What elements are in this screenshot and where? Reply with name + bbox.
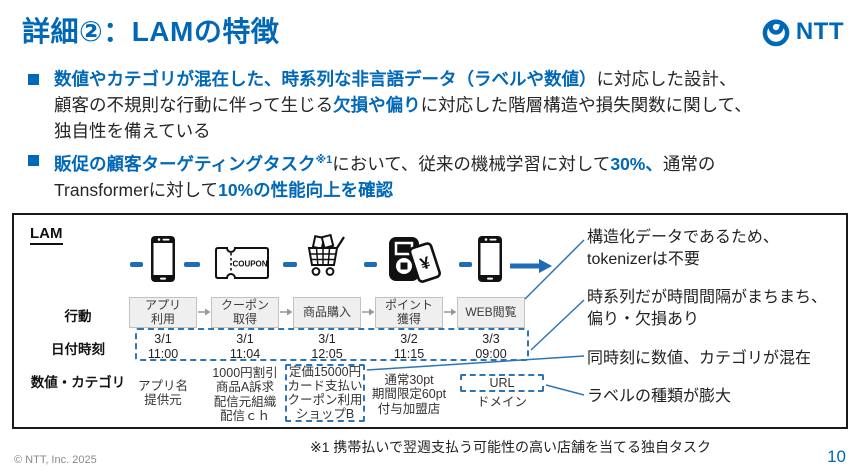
copyright: © NTT, Inc. 2025 — [14, 454, 97, 466]
row-label-datetime: 日付時刻 — [51, 342, 105, 357]
coupon-ticket-icon: COUPON — [215, 247, 269, 279]
action-step-coupon-get: クーポン 取得 — [211, 297, 279, 328]
attrs-url: URL — [489, 375, 515, 390]
attrs-url-dashed-box: URL — [460, 374, 544, 392]
bullet-2-plain-1: において、従来の機械学習に対して — [332, 153, 611, 174]
attrs-purchase-dashed-box: 定価15000円 カード支払い クーポン利用 ショップB — [285, 364, 365, 422]
bullet-2-highlight-1: 販促の顧客ターゲティングタスク — [54, 153, 316, 174]
flow-dash — [184, 262, 200, 267]
bullet-2: 販促の顧客ターゲティングタスク※1において、従来の機械学習に対して30%、通常の… — [28, 147, 834, 203]
datetime-dashed-frame — [135, 328, 529, 361]
ntt-logo-text: NTT — [795, 18, 844, 45]
datetime-cell: 3/1 12:05 — [311, 332, 343, 361]
datetime-cell: 3/1 11:00 — [147, 332, 179, 361]
flow-dash — [364, 262, 377, 267]
action-step-points: ポイント 獲得 — [375, 297, 443, 328]
attrs-points: 通常30pt 期間限定60pt 付与加盟店 — [371, 373, 447, 416]
step-arrow-icon — [280, 308, 293, 316]
bullet-1-plain-1: に対応した設計、 — [596, 69, 737, 89]
callout-label-variety: ラベルの種類が膨大 — [587, 388, 732, 405]
bullet-2-plain-3: Transformerに対して — [54, 179, 219, 200]
bullet-2-text: 販促の顧客ターゲティングタスク※1において、従来の機械学習に対して30%、通常の… — [54, 147, 834, 203]
bullet-1: 数値やカテゴリが混在した、時系列な非言語データ（ラベルや数値）に対応した設計、 … — [28, 66, 834, 144]
attrs-domain: ドメイン — [476, 395, 527, 409]
bullet-1-highlight-2: 欠損や偏り — [333, 95, 421, 115]
row-label-attrs: 数値・カテゴリ — [30, 375, 126, 390]
smartphone-icon — [478, 236, 502, 282]
attrs-purchase: 定価15000円 カード支払い クーポン利用 ショップB — [287, 364, 363, 422]
bullet-2-plain-2: 通常の — [662, 153, 716, 174]
bullet-list: 数値やカテゴリが混在した、時系列な非言語データ（ラベルや数値）に対応した設計、 … — [28, 66, 834, 206]
smartphone-icon — [151, 236, 175, 282]
page-title: 詳細②：LAMの特徴 — [22, 16, 280, 47]
bullet-square-icon — [28, 74, 39, 85]
row-label-action: 行動 — [64, 309, 92, 324]
lam-diagram: LAM COUPON — [12, 213, 848, 429]
shopping-cart-icon — [307, 233, 345, 276]
step-arrow-icon — [198, 308, 211, 316]
step-arrow-icon — [362, 308, 375, 316]
callout-timeseries: 時系列だが時間間隔がまちまち、 偏り・欠損あり — [587, 289, 828, 328]
datetime-cell: 3/2 11:15 — [393, 332, 425, 361]
bullet-1-plain-4: 独自性を備えている — [54, 121, 211, 141]
bullet-1-text: 数値やカテゴリが混在した、時系列な非言語データ（ラベルや数値）に対応した設計、 … — [54, 66, 834, 144]
callout-tokenizer: 構造化データであるため、 tokenizerは不要 — [587, 229, 779, 268]
bullet-square-icon — [28, 155, 39, 166]
datetime-cell: 3/3 09:00 — [475, 332, 507, 361]
bullet-1-highlight-1: 数値やカテゴリが混在した、時系列な非言語データ（ラベルや数値） — [54, 69, 597, 89]
bullet-2-highlight-3: 10%の性能向上を確認 — [218, 179, 394, 200]
footnote-ref: ※1 — [315, 154, 333, 166]
attrs-app: アプリ名 提供元 — [137, 379, 188, 408]
ntt-dynamic-loop-icon — [762, 19, 790, 47]
flow-dash — [459, 262, 472, 267]
bullet-1-plain-2: 顧客の不規則な行動に伴って生じる — [54, 95, 334, 115]
lam-label: LAM — [30, 225, 63, 245]
attrs-coupon: 1000円割引 商品A訴求 配信元組織 配信ｃｈ — [212, 366, 278, 423]
flow-dash — [283, 262, 297, 267]
coupon-icon-text: COUPON — [232, 260, 267, 269]
bullet-2-highlight-2: 30%、 — [610, 153, 663, 174]
page-number: 10 — [827, 447, 846, 466]
action-step-purchase: 商品購入 — [293, 297, 361, 328]
step-arrow-icon — [444, 308, 457, 316]
bullet-1-plain-3: に対応した階層構造や損失関数に関して、 — [420, 95, 752, 115]
action-step-app-use: アプリ 利用 — [129, 297, 197, 328]
ntt-logo: NTT — [760, 16, 844, 48]
action-step-web: WEB閲覧 — [457, 297, 525, 328]
footnote: ※1 携帯払いで翌週支払う可能性の高い店舗を当てる独自タスク — [310, 439, 711, 455]
flow-dash — [130, 262, 143, 267]
flow-arrow-right-icon — [510, 259, 552, 273]
contactless-payment-icon: ¥ — [389, 237, 441, 283]
datetime-cell: 3/1 11:04 — [229, 332, 261, 361]
callout-mixed-values: 同時刻に数値、カテゴリが混在 — [587, 350, 812, 367]
